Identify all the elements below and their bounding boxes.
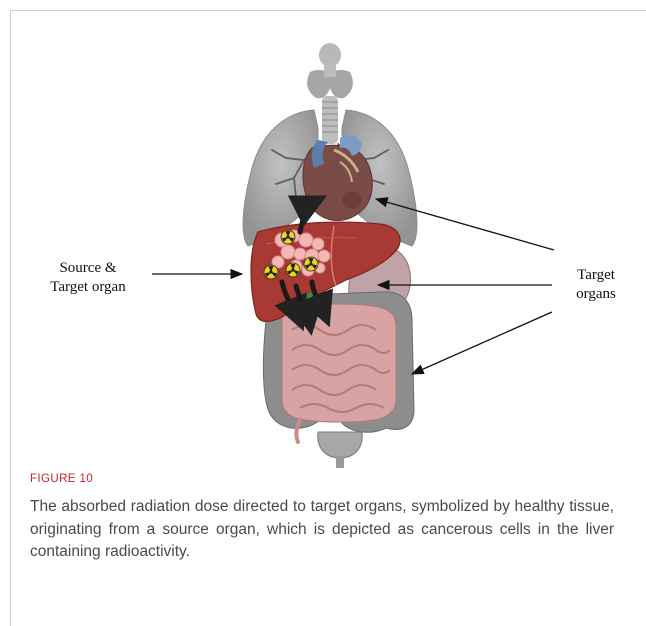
bladder <box>318 432 363 468</box>
appendix <box>296 420 300 442</box>
thyroid <box>307 43 353 98</box>
figure-number: FIGURE 10 <box>30 473 93 485</box>
figure-caption: The absorbed radiation dose directed to … <box>30 496 614 564</box>
source-target-organ-label: Source & Target organ <box>26 259 150 297</box>
target-label-line2: organs <box>556 285 636 304</box>
trachea <box>322 96 338 144</box>
target-label-line1: Target <box>556 266 636 285</box>
arrow-to-intestine <box>412 312 552 374</box>
anatomy-illustration <box>0 0 646 470</box>
radiation-symbol-icon <box>286 263 300 277</box>
radiation-symbol-icon <box>281 230 295 244</box>
radiation-symbol-icon <box>264 265 278 279</box>
radiation-symbol-icon <box>304 257 318 271</box>
target-organs-label: Target organs <box>556 266 636 304</box>
source-label-line1: Source & <box>26 259 150 278</box>
source-label-line2: Target organ <box>26 278 150 297</box>
